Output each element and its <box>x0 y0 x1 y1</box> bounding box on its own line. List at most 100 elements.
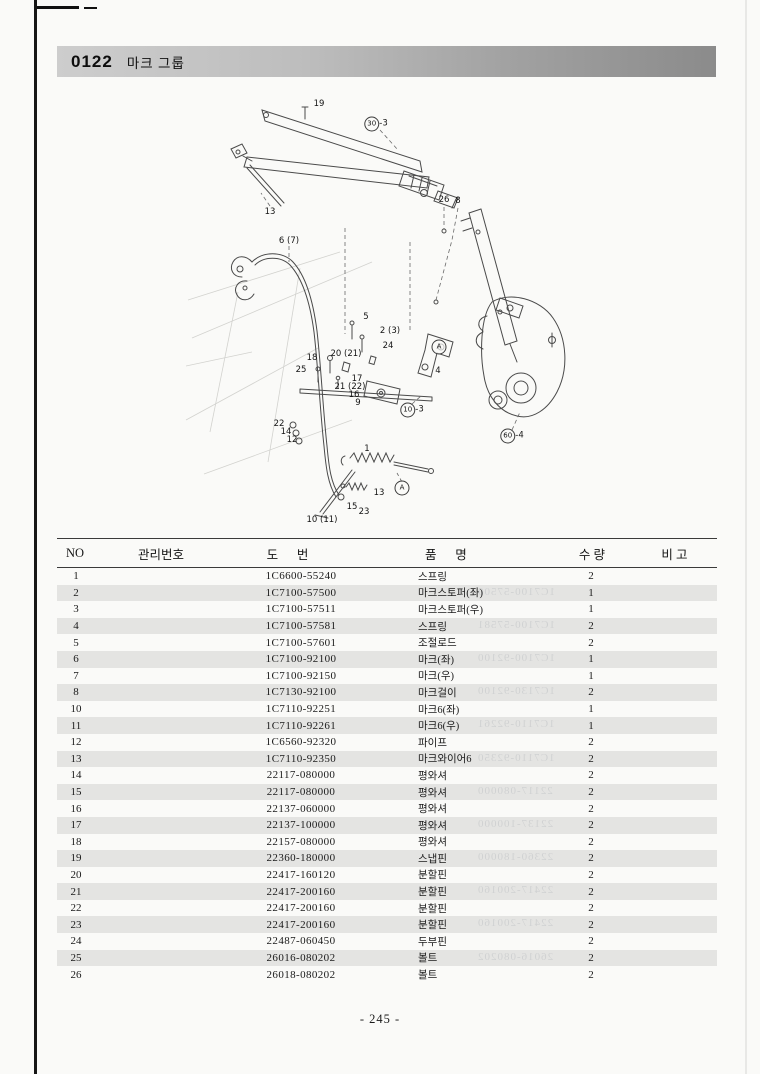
table-row: 5 1C7100-57601 조절로드 2 1C7100-57601 <box>57 634 717 651</box>
table-row: 3 1C7100-57511 마크스토퍼(우) 1 1C7100-57511 <box>57 601 717 618</box>
cell-no: 20 <box>70 868 82 881</box>
cell-qty: 2 <box>588 852 594 865</box>
cell-no: 22 <box>70 902 82 915</box>
scan-edge-line <box>34 0 37 1074</box>
section-title: 마크 그룹 <box>126 55 185 71</box>
cell-code: 22417-200160 <box>266 885 336 898</box>
cell-qty: 2 <box>588 968 594 981</box>
cell-qty: 2 <box>588 636 594 649</box>
column-header-no: NO <box>65 545 85 560</box>
cell-qty: 1 <box>588 586 594 599</box>
cell-qty: 2 <box>588 868 594 881</box>
scan-artifact-mark <box>37 6 79 9</box>
table-row: 18 22157-080000 평와셔 2 22157-080000 <box>57 834 717 851</box>
column-header-note: 비 고 <box>661 547 688 562</box>
table-row: 25 26016-080202 볼트 2 26016-080202 <box>57 949 717 967</box>
cell-code: 1C7100-57511 <box>265 603 337 616</box>
cell-qty: 2 <box>588 769 594 782</box>
cell-code: 22487-060450 <box>266 935 336 948</box>
cell-no: 24 <box>70 935 82 948</box>
cell-code: 1C7100-57500 <box>265 586 337 599</box>
cell-code: 1C7100-92100 <box>265 653 337 666</box>
table-row: 26 26018-080202 볼트 2 26018-080202 <box>57 966 717 983</box>
table-row: 10 1C7110-92251 마크6(좌) 1 1C7110-92251 <box>57 701 717 718</box>
cell-qty: 1 <box>588 653 594 666</box>
table-row: 12 1C6560-92320 파이프 2 1C6560-92320 <box>57 734 717 751</box>
exploded-parts-diagram: 19 30-3 26 8 13 6 (7) <box>185 99 566 525</box>
cell-qty: 2 <box>588 802 594 815</box>
parts-table: NO 관리번호 도 번 품 명 수 량 비 고 1 1C6600-55240 스… <box>57 538 717 983</box>
column-header-code: 도 번 <box>266 547 309 562</box>
table-row: 21 22417-200160 분할핀 2 22417-200160 <box>57 883 717 900</box>
cell-code: 22417-200160 <box>266 902 336 915</box>
table-row: 15 22117-080000 평와셔 2 22117-080000 <box>57 783 717 801</box>
cell-no: 18 <box>70 835 82 848</box>
cell-no: 25 <box>70 951 82 964</box>
scan-edge-shadow <box>745 0 747 1074</box>
cell-name: 볼트 <box>418 970 438 982</box>
cell-qty: 2 <box>588 885 594 898</box>
column-header-qty: 수 량 <box>578 547 606 562</box>
cell-no: 17 <box>70 819 82 832</box>
cell-no: 26 <box>70 968 82 981</box>
section-header-bar: 0122 마크 그룹 <box>57 46 716 77</box>
cell-qty: 2 <box>588 935 594 948</box>
cell-no: 5 <box>73 636 79 649</box>
table-row: 13 1C7110-92350 마크와이어6 2 1C7110-92350 <box>57 750 717 768</box>
cell-code: 1C6600-55240 <box>265 570 337 583</box>
cell-no: 23 <box>70 918 82 931</box>
cell-qty: 2 <box>588 570 594 583</box>
cell-qty: 2 <box>588 951 594 964</box>
cell-name: 마크걸이 <box>418 687 457 699</box>
cell-name: 평와셔 <box>418 787 447 799</box>
cell-code: 1C7100-92150 <box>265 669 337 682</box>
cell-name: 마크6(우) <box>418 721 460 733</box>
cell-no: 8 <box>73 686 79 699</box>
cell-no: 3 <box>73 603 79 616</box>
table-row: 17 22137-100000 평와셔 2 22137-100000 <box>57 816 717 834</box>
cell-no: 21 <box>70 885 82 898</box>
cell-code: 22417-200160 <box>266 918 336 931</box>
column-header-mgmt: 관리번호 <box>137 547 184 562</box>
cell-no: 13 <box>70 752 82 765</box>
cell-no: 2 <box>73 586 79 599</box>
section-code: 0122 <box>71 51 113 71</box>
table-row: 24 22487-060450 두부핀 2 22487-060450 <box>57 933 717 950</box>
table-row: 7 1C7100-92150 마크(우) 1 1C7100-92150 <box>57 668 717 685</box>
cell-no: 6 <box>73 653 79 666</box>
table-row: 2 1C7100-57500 마크스토퍼(좌) 1 1C7100-57500 <box>57 584 717 602</box>
cell-no: 16 <box>70 802 82 815</box>
cell-name: 평와셔 <box>418 837 447 849</box>
cell-no: 14 <box>70 769 82 782</box>
cell-qty: 2 <box>588 752 594 765</box>
cell-name: 평와셔 <box>418 804 447 816</box>
cell-name: 마크(우) <box>418 671 454 683</box>
cell-code: 22137-060000 <box>266 802 336 815</box>
cell-name: 스프링 <box>418 571 447 583</box>
cell-no: 19 <box>70 852 82 865</box>
cell-qty: 2 <box>588 918 594 931</box>
cell-name: 마크와이어6 <box>418 754 472 766</box>
cell-code: 1C7100-57581 <box>265 620 337 633</box>
cell-name: 평와셔 <box>418 770 447 782</box>
cell-name: 파이프 <box>418 737 447 749</box>
cell-name: 평와셔 <box>418 820 447 832</box>
cell-code: 1C7110-92251 <box>265 703 337 716</box>
cell-name: 스프링 <box>418 621 447 633</box>
table-row: 22 22417-200160 분할핀 2 22417-200160 <box>57 900 717 917</box>
table-row: 8 1C7130-92100 마크걸이 2 1C7130-92100 <box>57 684 717 701</box>
table-row: 16 22137-060000 평와셔 2 22137-060000 <box>57 800 717 817</box>
cell-code: 22137-100000 <box>266 819 336 832</box>
cell-qty: 2 <box>588 819 594 832</box>
cell-name: 분할핀 <box>418 920 447 932</box>
cell-qty: 2 <box>588 686 594 699</box>
cell-no: 15 <box>70 786 82 799</box>
cell-name: 마크(좌) <box>418 654 454 666</box>
table-header-row: NO 관리번호 도 번 품 명 수 량 비 고 <box>57 538 717 568</box>
cell-qty: 1 <box>588 603 594 616</box>
table-body: 1 1C6600-55240 스프링 2 1C6600-55240 2 1C71… <box>57 568 717 983</box>
cell-no: 1 <box>73 570 79 583</box>
column-header-name: 품 명 <box>425 547 467 562</box>
cell-code: 22117-080000 <box>266 769 336 782</box>
cell-qty: 2 <box>588 620 594 633</box>
